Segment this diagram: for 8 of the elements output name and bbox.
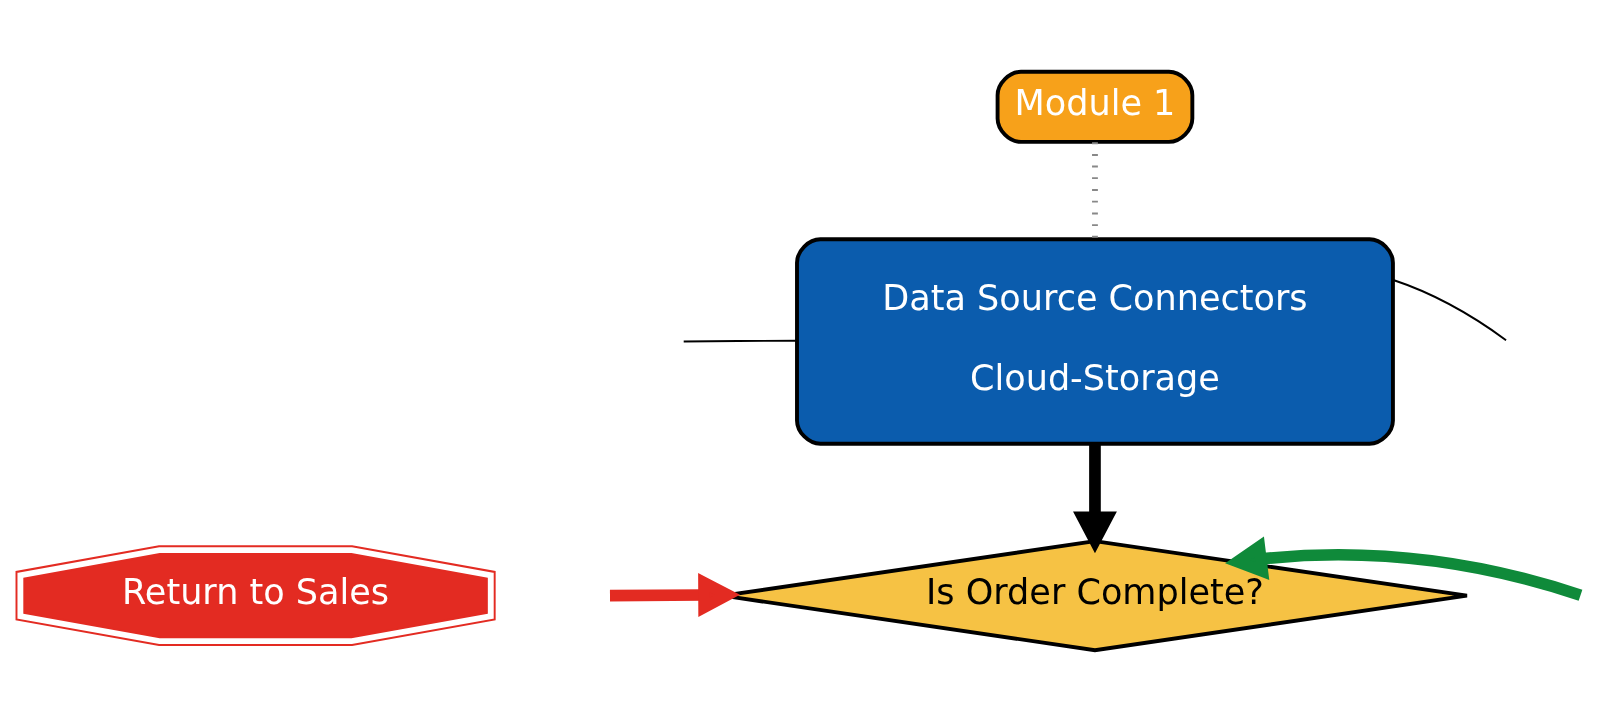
arrow [1225, 536, 1583, 601]
node-box: Module 1 [995, 69, 1195, 144]
connector [1392, 279, 1508, 342]
arrow [609, 573, 740, 617]
connector [1092, 142, 1098, 240]
connector [682, 339, 798, 343]
node-box: Data Source Connectors Cloud-Storage [795, 237, 1395, 446]
arrow [1073, 443, 1117, 554]
